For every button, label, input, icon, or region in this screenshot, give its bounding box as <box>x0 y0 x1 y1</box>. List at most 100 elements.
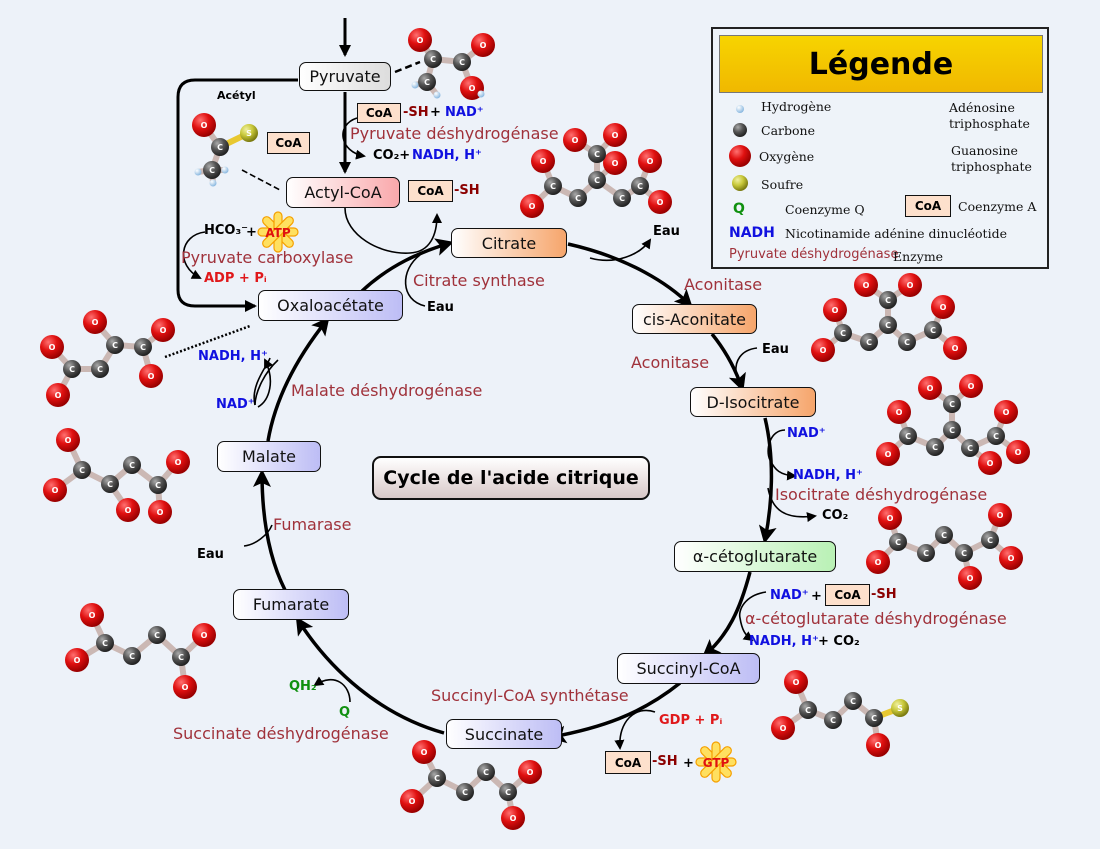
h-atom-icon <box>194 168 202 176</box>
nad-pdh: NAD⁺ <box>445 105 484 120</box>
atom-letter: O <box>907 281 914 290</box>
legend-title: Légende <box>719 35 1043 93</box>
c-atom-icon <box>631 177 649 195</box>
o-atom-icon <box>878 506 902 530</box>
enzyme-akg-dehydrogenase: α-cétoglutarate déshydrogénase <box>745 609 1007 628</box>
atom-letter: O <box>417 36 424 45</box>
enzyme-pyruvate-dehydrogenase: Pyruvate déshydrogénase <box>350 124 559 143</box>
coa-box-acetyl: CoA <box>267 132 310 154</box>
atom-letter: O <box>125 506 132 515</box>
adp-pi-label: ADP + Pᵢ <box>204 271 267 286</box>
acetyl-label: Acétyl <box>217 89 256 102</box>
o-atom-icon <box>65 648 89 672</box>
cis-aconitate-label: cis-Aconitate <box>642 309 747 329</box>
o-atom-icon <box>1006 440 1030 464</box>
atom-letter: C <box>217 143 223 152</box>
atom-letter: O <box>421 748 428 757</box>
atom-letter: O <box>65 436 72 445</box>
star-ray <box>262 216 294 248</box>
c-atom-icon <box>101 475 119 493</box>
o-atom-icon <box>931 295 955 319</box>
h-atom-icon <box>411 81 419 89</box>
atom-letter: O <box>572 136 579 145</box>
metabolite-fumarate: Fumarate <box>233 589 349 620</box>
co2-pdh: CO₂+ <box>373 148 411 163</box>
o-atom-icon <box>501 806 525 830</box>
enzyme-malate-dehydrogenase: Malate déshydrogénase <box>291 381 483 400</box>
o-atom-icon <box>116 498 140 522</box>
atom-letter: C <box>102 639 108 648</box>
coa-text: CoA <box>834 588 861 602</box>
c-atom-icon <box>63 360 81 378</box>
c-atom-icon <box>924 321 942 339</box>
atom-letter: C <box>932 443 938 452</box>
legend-nadh-symbol: NADH <box>729 225 775 241</box>
atom-letter: O <box>469 84 476 93</box>
o-atom-icon <box>148 500 172 524</box>
o-atom-icon <box>531 149 555 173</box>
atom-letter: O <box>527 768 534 777</box>
atom-letter: O <box>480 41 487 50</box>
atom-letter: C <box>434 774 440 783</box>
gdp-pi-label: GDP + Pᵢ <box>659 713 723 728</box>
arrow-cisaconitate-to-isocitrate <box>710 332 746 392</box>
atom-letter: O <box>148 372 155 381</box>
c-atom-icon <box>588 171 606 189</box>
c-atom-icon <box>613 189 631 207</box>
o-atom-icon <box>811 338 835 362</box>
atom-letter: C <box>885 321 891 330</box>
metabolite-cis-aconitate: cis-Aconitate <box>632 304 757 334</box>
atom-letter: C <box>459 58 465 67</box>
atom-letter: O <box>997 511 1004 520</box>
eau-aconitase-1: Eau <box>653 224 680 239</box>
side-arrows <box>182 117 817 750</box>
s-atom-icon <box>240 124 258 142</box>
nadh-akgdh: NADH, H⁺ <box>749 634 819 649</box>
arrow-succinate-to-fumarate <box>295 616 445 735</box>
c-atom-icon <box>149 476 167 494</box>
atom-letter: C <box>637 182 643 191</box>
isocitrate-label: D-Isocitrate <box>706 392 800 412</box>
atom-letter: O <box>1008 554 1015 563</box>
c-atom-icon <box>123 647 141 665</box>
plus-akgdh: + <box>811 589 822 604</box>
legend-carbon: Carbone <box>761 123 815 138</box>
atom-letter: O <box>160 326 167 335</box>
c-atom-icon <box>860 333 878 351</box>
c-atom-icon <box>588 145 606 163</box>
o-atom-icon <box>784 670 808 694</box>
s-atom-icon <box>891 699 909 717</box>
succinyl-coa-label: Succinyl-CoA <box>636 659 741 678</box>
coa-box-pdh: CoA <box>357 103 401 123</box>
atom-letter: O <box>612 159 619 168</box>
c-atom-icon <box>879 316 897 334</box>
sh-citrate-synthase: -SH <box>454 183 480 198</box>
o-atom-icon <box>988 503 1012 527</box>
hydrogen-atom-icon <box>736 105 744 113</box>
legend-coa-symbol: CoA <box>905 195 951 217</box>
legend-enzyme: Enzyme <box>893 249 944 264</box>
atom-letter: O <box>967 574 974 583</box>
nadh-pdh: NADH, H⁺ <box>412 148 482 163</box>
atom-letter: C <box>895 538 901 547</box>
arrow-akg-to-succinylcoa <box>701 571 752 658</box>
acetyl-coa-label: Actyl-CoA <box>304 183 382 202</box>
atom-letter: C <box>941 531 947 540</box>
c-atom-icon <box>569 189 587 207</box>
atom-letter: O <box>657 198 664 207</box>
atom-letter: O <box>540 157 547 166</box>
o-atom-icon <box>412 740 436 764</box>
h-atom-icon <box>221 166 229 174</box>
o-atom-icon <box>999 546 1023 570</box>
o-atom-icon <box>563 128 587 152</box>
atom-letter: C <box>79 466 85 475</box>
c-atom-icon <box>544 177 562 195</box>
legend-nadh: Nicotinamide adénine dinucléotide <box>785 226 1007 241</box>
coa-box-scs: CoA <box>605 751 651 774</box>
atom-letter: C <box>424 78 430 87</box>
